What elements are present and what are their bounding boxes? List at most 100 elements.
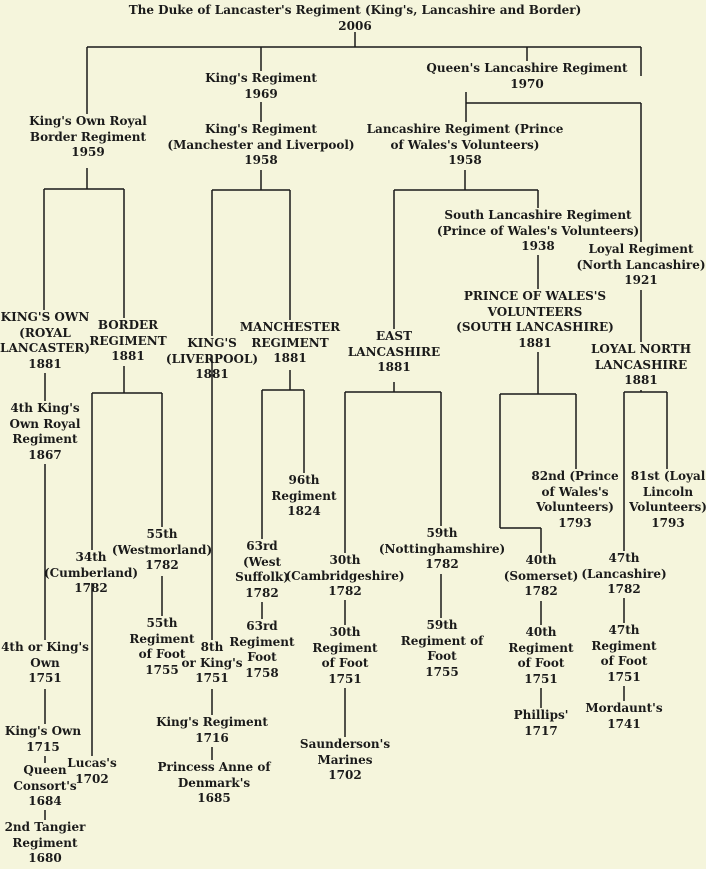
node-loyal-regiment: Loyal Regiment(North Lancashire)1921 <box>576 242 705 289</box>
node-text-line: (North Lancashire) <box>576 257 706 272</box>
node-text-line: 59th <box>426 526 458 540</box>
node-text-line: (Lancashire) <box>581 566 667 581</box>
node-40th-somerset: 40th(Somerset)1782 <box>504 553 579 600</box>
node-text-line: King's Own Royal <box>29 114 147 128</box>
node-text-line: Regiment <box>229 634 295 649</box>
node-text-line: 1881 <box>518 335 552 350</box>
node-text-line: 55th <box>146 527 178 541</box>
node-text-line: or King's <box>181 655 243 670</box>
node-text-line: Mordaunt's <box>585 701 663 715</box>
node-text-line: 1881 <box>377 360 411 374</box>
node-text-line: 1959 <box>71 145 105 159</box>
node-text-line: 4th or King's <box>1 640 89 654</box>
node-47th-lancashire: 47th(Lancashire)1782 <box>581 551 666 598</box>
node-text-line: 59th <box>426 618 458 632</box>
node-text-line: 1867 <box>28 447 62 462</box>
node-text-line: 1881 <box>111 349 145 363</box>
node-text-line: King's Regiment <box>156 715 268 729</box>
node-text-line: (Westmorland) <box>111 542 213 557</box>
node-text-line: 40th <box>525 625 557 639</box>
node-text-line: of Foot <box>138 647 186 661</box>
node-text-line: 34th <box>75 550 107 564</box>
node-text-line: 1958 <box>244 153 278 167</box>
node-text-line: Regiment <box>271 488 337 503</box>
node-text-line: PRINCE OF WALES'S <box>463 289 607 303</box>
node-text-line: The Duke of Lancaster's Regiment (King's… <box>128 3 582 17</box>
node-text-line: 63rd <box>246 619 278 633</box>
node-south-lancashire-regiment: South Lancashire Regiment(Prince of Wale… <box>437 208 639 255</box>
node-text-line: 1755 <box>145 662 179 677</box>
node-text-line: Denmark's <box>177 775 251 790</box>
node-text-line: 4th King's <box>10 401 80 415</box>
node-text-line: Regiment <box>12 432 78 446</box>
node-text-line: 1970 <box>510 76 544 91</box>
node-59th-nottinghamshire: 59th(Nottinghamshire)1782 <box>379 526 505 573</box>
node-text-line: 63rd <box>246 539 278 553</box>
node-text-line: Border Regiment <box>29 129 147 144</box>
node-text-line: 1881 <box>273 351 307 365</box>
node-text-line: of Wales's Volunteers) <box>390 137 540 152</box>
node-text-line: 1824 <box>287 504 321 518</box>
node-text-line: 55th <box>146 616 178 630</box>
node-text-line: of Foot <box>517 656 565 670</box>
node-text-line: Saunderson's <box>299 737 391 751</box>
node-text-line: Phillips' <box>513 708 569 722</box>
node-text-line: 1684 <box>28 794 62 808</box>
node-text-line: 1751 <box>607 669 641 684</box>
node-text-line: (Somerset) <box>503 568 579 583</box>
node-text-line: King's Own <box>4 724 82 738</box>
node-text-line: 1716 <box>195 730 229 745</box>
node-text-line: 1921 <box>624 273 658 287</box>
node-text-line: 1741 <box>607 716 641 731</box>
node-text-line: 2006 <box>338 18 372 33</box>
node-duke-of-lancasters: The Duke of Lancaster's Regiment (King's… <box>129 3 582 34</box>
node-text-line: 1702 <box>75 771 109 786</box>
node-kings-regiment-manchester-liverpool: King's Regiment(Manchester and Liverpool… <box>167 122 354 169</box>
node-text-line: 1793 <box>558 515 592 530</box>
node-text-line: 1782 <box>524 584 558 598</box>
node-text-line: (ROYAL <box>19 325 71 340</box>
node-text-line: King's Regiment <box>205 71 317 85</box>
node-text-line: Regiment <box>129 631 195 646</box>
node-text-line: 1717 <box>524 723 558 738</box>
node-kings-liverpool: KING'S(LIVERPOOL)1881 <box>166 336 258 383</box>
node-text-line: (Cumberland) <box>43 565 139 580</box>
node-text-line: REGIMENT <box>89 333 167 348</box>
node-text-line: (LIVERPOOL) <box>165 351 259 366</box>
node-text-line: EAST <box>375 329 413 343</box>
node-text-line: 1680 <box>28 851 62 865</box>
node-text-line: of Wales's <box>541 484 609 499</box>
node-text-line: 8th <box>200 640 224 654</box>
node-text-line: 47th <box>608 551 640 565</box>
node-text-line: REGIMENT <box>251 335 329 350</box>
node-text-line: LOYAL NORTH <box>590 342 692 356</box>
node-text-line: 30th <box>329 553 361 567</box>
node-text-line: MANCHESTER <box>239 320 341 334</box>
node-text-line: (SOUTH LANCASHIRE) <box>456 320 614 334</box>
node-text-line: (West <box>242 554 282 569</box>
node-text-line: 1969 <box>244 86 278 101</box>
node-text-line: Regiment <box>312 640 378 655</box>
node-text-line: 96th <box>288 473 320 487</box>
